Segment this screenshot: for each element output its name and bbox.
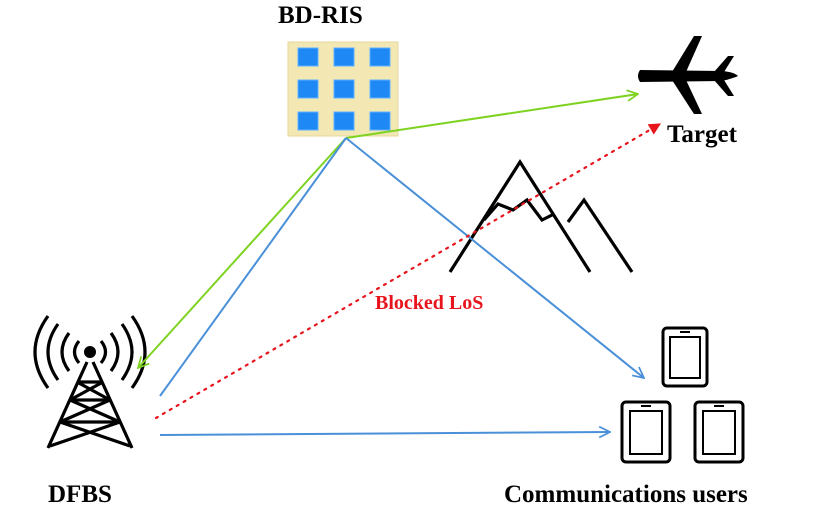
tablet-icon: [661, 326, 709, 388]
dfbs-label: DFBS: [48, 481, 112, 508]
airplane-icon: [638, 36, 738, 114]
blocked-los-link: [154, 122, 662, 420]
mountain-icon: [448, 159, 634, 273]
cell-tower-icon: [33, 315, 147, 449]
sensing-link-ris-to-target: [345, 94, 638, 139]
sensing-link-ris-to-dfbs: [138, 137, 347, 368]
communications-users-label: Communications users: [504, 481, 748, 508]
comm-link-ris-to-users: [345, 137, 644, 378]
comm-link-dfbs-to-users: [159, 432, 610, 435]
blocked-los-label: Blocked LoS: [375, 292, 484, 314]
ris-panel-icon: [287, 41, 399, 137]
comm-link-dfbs-to-ris: [159, 137, 347, 397]
tablet-icon: [693, 400, 745, 464]
tablet-icon: [620, 400, 672, 464]
ris-label: BD-RIS: [278, 2, 363, 29]
target-label: Target: [667, 121, 737, 148]
